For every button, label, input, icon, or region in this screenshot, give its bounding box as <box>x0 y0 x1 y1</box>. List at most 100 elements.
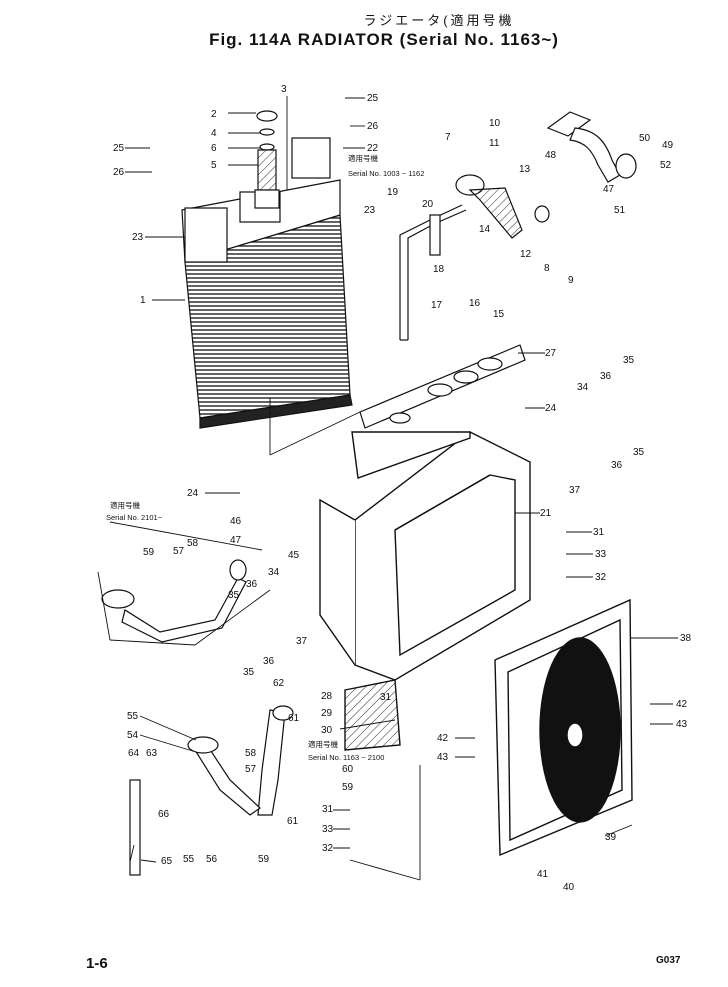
part-number: 32 <box>322 843 334 854</box>
part-number: 35 <box>243 667 255 678</box>
part-number: 19 <box>387 187 399 198</box>
part-number: 31 <box>322 804 334 815</box>
figure-code: G037 <box>656 955 681 966</box>
part-number: 52 <box>660 160 672 171</box>
part-number: 28 <box>321 691 333 702</box>
part-number: 34 <box>268 567 280 578</box>
part-number: 38 <box>680 633 692 644</box>
part-number: 17 <box>431 300 443 311</box>
part-number: 1 <box>140 295 146 306</box>
part-number: 13 <box>519 164 531 175</box>
part-number: 61 <box>288 713 300 724</box>
part-number: 65 <box>161 856 173 867</box>
part-number: 62 <box>273 678 285 689</box>
part-number: 48 <box>545 150 557 161</box>
part-number: 24 <box>545 403 557 414</box>
part-number: 40 <box>563 882 575 893</box>
part-number: 66 <box>158 809 170 820</box>
part-number: 11 <box>489 138 500 149</box>
part-number: 57 <box>245 764 257 775</box>
part-number: 32 <box>595 572 607 583</box>
part-number: 59 <box>258 854 270 865</box>
part-number: 27 <box>545 348 557 359</box>
part-number: 12 <box>520 249 532 260</box>
gasket-plate <box>359 344 526 429</box>
part-number: 18 <box>433 264 445 275</box>
part-number: 60 <box>342 764 354 775</box>
part-number: 5 <box>211 160 217 171</box>
part-number: 43 <box>676 719 688 730</box>
part-number: 59 <box>342 782 354 793</box>
part-number: 36 <box>263 656 275 667</box>
part-number: 21 <box>540 508 552 519</box>
part-number: 54 <box>127 730 139 741</box>
part-number: 33 <box>595 549 607 560</box>
part-number: 3 <box>281 84 287 95</box>
title-block: ラジエータ(適用号機 Fig. 114A RADIATOR (Serial No… <box>0 10 728 50</box>
part-number: 36 <box>246 579 258 590</box>
part-number: 61 <box>287 816 299 827</box>
part-number: 49 <box>662 140 674 151</box>
overflow-pipe <box>399 204 467 341</box>
page-number: 1-6 <box>86 955 108 972</box>
part-number: 7 <box>445 132 451 143</box>
part-number: 41 <box>537 869 549 880</box>
part-number: 36 <box>600 371 612 382</box>
part-number: 24 <box>187 488 199 499</box>
part-number: 36 <box>611 460 623 471</box>
part-number: 31 <box>593 527 605 538</box>
part-number: 51 <box>614 205 626 216</box>
part-number: 55 <box>127 711 139 722</box>
part-number: 23 <box>364 205 376 216</box>
part-number: 37 <box>569 485 581 496</box>
serial-notes: 適用号機 Serial No. 1003 ~ 1162 適用号機 Serial … <box>106 153 424 762</box>
serial-note-top: Serial No. 1003 ~ 1162 <box>348 169 424 178</box>
radiator-frame <box>319 431 531 751</box>
part-number: 2 <box>211 109 217 120</box>
part-number: 55 <box>183 854 195 865</box>
part-number: 35 <box>228 590 240 601</box>
part-number: 50 <box>639 133 651 144</box>
part-number: 16 <box>469 298 481 309</box>
serial-note-mid: Serial No. 1163 ~ 2100 <box>308 753 384 762</box>
part-number: 57 <box>173 546 185 557</box>
filler-neck <box>254 110 280 209</box>
part-number: 33 <box>322 824 334 835</box>
part-number: 9 <box>568 275 574 286</box>
part-number: 25 <box>113 143 125 154</box>
serial-note-left: Serial No. 2101~ <box>106 513 163 522</box>
part-number: 58 <box>187 538 199 549</box>
part-number: 25 <box>367 93 379 104</box>
part-number: 39 <box>605 832 617 843</box>
part-number: 42 <box>437 733 449 744</box>
part-number: 26 <box>367 121 379 132</box>
serial-note-jp: 適用号機 <box>348 153 378 163</box>
part-number: 30 <box>321 725 333 736</box>
lower-pipe <box>101 559 247 643</box>
figure-title: Fig. 114A RADIATOR (Serial No. 1163~) <box>209 30 559 49</box>
part-number: 43 <box>437 752 449 763</box>
part-number: 42 <box>676 699 688 710</box>
part-number: 10 <box>489 118 501 129</box>
part-number: 23 <box>132 232 144 243</box>
fan-shroud <box>494 598 633 857</box>
lower-hose <box>129 705 294 876</box>
serial-note-jp: 適用号機 <box>308 739 338 749</box>
part-number: 29 <box>321 708 333 719</box>
part-number: 22 <box>367 143 379 154</box>
part-number: 35 <box>633 447 645 458</box>
part-number: 34 <box>577 382 589 393</box>
part-number: 31 <box>380 692 392 703</box>
part-number: 58 <box>245 748 257 759</box>
part-number: 26 <box>113 167 125 178</box>
part-number: 35 <box>623 355 635 366</box>
upper-pipe <box>455 111 637 239</box>
part-number: 8 <box>544 263 550 274</box>
part-number: 47 <box>230 535 242 546</box>
part-number: 56 <box>206 854 218 865</box>
part-number: 46 <box>230 516 242 527</box>
leader-lines <box>97 96 678 881</box>
part-number: 14 <box>479 224 491 235</box>
part-number: 45 <box>288 550 300 561</box>
